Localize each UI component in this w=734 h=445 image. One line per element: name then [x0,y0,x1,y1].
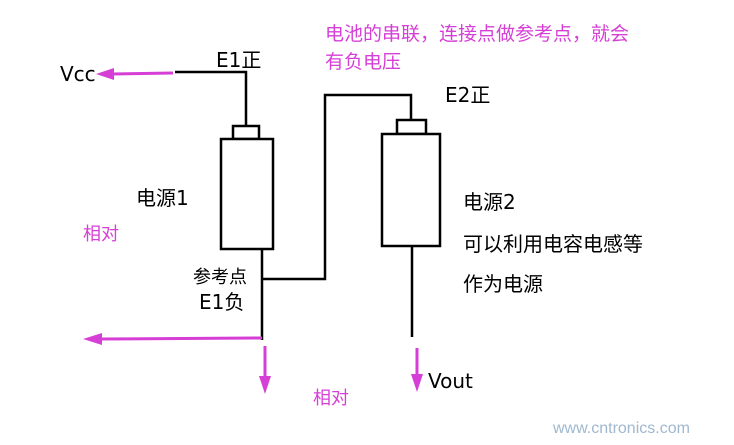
vcc-label: Vcc [60,62,96,86]
wire-series-link [262,93,413,281]
e1-negative-label: E1负 [199,290,245,314]
relative-left-label: 相对 [83,224,119,245]
watermark: www.cntronics.com [553,420,690,437]
annotation-line2: 有负电压 [325,51,402,73]
relative-left-arrow-shaft [99,336,263,341]
battery2-body [380,132,442,248]
vcc-arrow-shaft [111,71,174,76]
wire-vcc [175,70,248,126]
e2-positive-label: E2正 [445,83,491,107]
source2-note-line1: 可以利用电容电感等 [463,232,643,256]
source2-note-line2: 作为电源 [463,272,543,296]
source1-label: 电源1 [136,186,189,210]
battery2-terminal [395,118,428,136]
reference-point-label: 参考点 [193,267,247,288]
battery1-body [219,137,275,251]
relative-bottom-label: 相对 [313,388,349,409]
relative-left-arrow-head [83,333,102,345]
battery1-terminal [231,124,261,141]
vcc-arrow-head [96,68,114,80]
vout-label: Vout [428,369,473,393]
ref-down-arrow-head [259,376,271,394]
e1-positive-label: E1正 [216,48,262,72]
source2-label: 电源2 [463,190,516,214]
vout-arrow-head [411,374,423,392]
annotation-line1: 电池的串联，连接点做参考点，就会 [325,23,630,45]
